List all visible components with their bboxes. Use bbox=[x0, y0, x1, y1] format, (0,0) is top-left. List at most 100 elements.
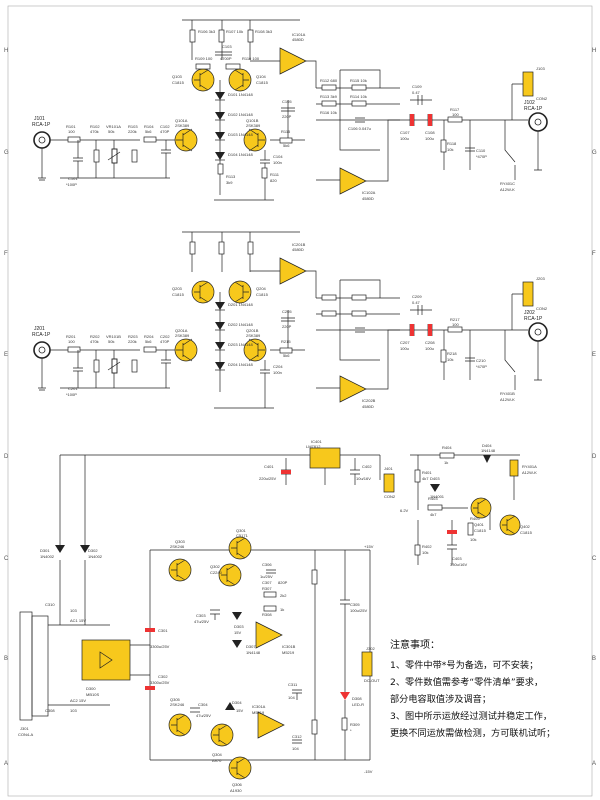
label: C205 bbox=[282, 309, 292, 314]
label: 220u/25V bbox=[259, 476, 276, 481]
label: J102 bbox=[524, 100, 535, 106]
relay-contact-ry401b bbox=[504, 330, 516, 390]
label: C2240 bbox=[210, 570, 223, 575]
label: 4580D bbox=[292, 247, 304, 252]
relay-coil-ry401a bbox=[509, 459, 519, 477]
wire bbox=[410, 454, 520, 565]
note-line: 3、图中所示运放经过测试并稳定工作， bbox=[390, 711, 553, 722]
label: M5219 bbox=[282, 650, 295, 655]
input-jack-j101: J101 RCA-1P bbox=[32, 116, 51, 149]
label: Q301 bbox=[236, 528, 247, 533]
capacitor-c303 bbox=[210, 609, 220, 620]
label: D204 1N4148 bbox=[228, 362, 253, 367]
label: IC202B bbox=[362, 398, 376, 403]
coupling-caps-right bbox=[400, 324, 448, 336]
opamp-ic101a: IC101A 4580D bbox=[279, 32, 307, 75]
transistor-q401: Q401 C1815 bbox=[470, 497, 492, 533]
label: R405 bbox=[470, 516, 480, 521]
opamp-ic202b: IC202B 4580D bbox=[339, 375, 376, 409]
resistor-r206 bbox=[189, 241, 196, 255]
label: R204 bbox=[144, 334, 154, 339]
label: A12W-K bbox=[500, 397, 515, 402]
label: C1815 bbox=[474, 528, 487, 533]
output-jack-j102: J102 RCA-1P bbox=[524, 100, 548, 171]
label: LED-R bbox=[352, 702, 364, 707]
resistor-r113 bbox=[217, 163, 224, 175]
label: 4580D bbox=[362, 196, 374, 201]
label: Q201A bbox=[175, 328, 188, 333]
label: CON4-A bbox=[18, 732, 33, 737]
border-letter: A bbox=[592, 761, 596, 767]
label: 4580D bbox=[292, 37, 304, 42]
label: * bbox=[350, 728, 352, 733]
label: C1815 bbox=[256, 80, 269, 85]
label: C209 bbox=[412, 294, 422, 299]
wire bbox=[107, 140, 121, 178]
label: J401 bbox=[384, 466, 393, 471]
channel-left: J101 RCA-1P R101 100 C101 *100P R102 470… bbox=[32, 19, 548, 201]
label: 220k bbox=[128, 339, 137, 344]
label: 100n bbox=[273, 160, 282, 165]
label: 3300u/25V bbox=[150, 680, 170, 685]
label: 100u/25V bbox=[350, 608, 367, 613]
label: D104 1N4148 bbox=[228, 152, 253, 157]
jfet-q201a: Q201A 2SK389 bbox=[174, 328, 198, 362]
diode-d301 bbox=[55, 545, 65, 553]
wire bbox=[73, 349, 140, 388]
resistor-r202 bbox=[93, 359, 100, 373]
label: R401 bbox=[422, 470, 432, 475]
label: 103 bbox=[70, 708, 77, 713]
label: VR101B bbox=[106, 334, 121, 339]
label: C107 bbox=[400, 130, 410, 135]
label: 100n bbox=[273, 370, 282, 375]
label: 5k6 bbox=[283, 353, 290, 358]
resistor-r308 bbox=[263, 605, 277, 612]
label: RCA-1P bbox=[32, 122, 51, 128]
label: D203 1N4148 bbox=[228, 342, 253, 347]
resistor-r104 bbox=[143, 136, 157, 143]
label: C207 bbox=[400, 340, 410, 345]
label: 10k bbox=[447, 357, 453, 362]
transistor-q302: Q302 C2240 bbox=[210, 563, 242, 587]
label: D403 bbox=[430, 476, 440, 481]
wire bbox=[250, 270, 340, 389]
label: 100 bbox=[452, 322, 459, 327]
label: AC2 15V bbox=[70, 698, 86, 703]
capacitor-c107 bbox=[410, 114, 414, 126]
diode-stack-left: D101 1N4148 D102 1N4148 D103 1N4148 D104… bbox=[215, 92, 253, 161]
label: Q101B bbox=[246, 118, 259, 123]
label: R110 100 bbox=[242, 56, 260, 61]
label: R101 bbox=[66, 124, 76, 129]
capacitor-c302 bbox=[145, 686, 155, 690]
resistor-r201 bbox=[67, 346, 81, 353]
label: 4700P bbox=[220, 56, 232, 61]
notes-heading: 注意事项： bbox=[390, 640, 440, 651]
border-letter: H bbox=[592, 48, 596, 54]
wire bbox=[59, 455, 86, 610]
border-letter: G bbox=[592, 150, 597, 156]
label: 820P bbox=[278, 580, 288, 585]
transistor-q305: Q305 2SK246 bbox=[168, 697, 192, 737]
resistor-r106 bbox=[189, 29, 196, 43]
bridge-rectifier-d300: D300 MB10S bbox=[81, 639, 131, 697]
resistor-r309 bbox=[341, 717, 348, 731]
label: 100u bbox=[400, 346, 409, 351]
notes-panel: 注意事项： 1、零件中带*号为备选，可不安装； 2、零件数值需参考“零件清单”要… bbox=[390, 636, 595, 742]
wire bbox=[250, 60, 340, 181]
transistor-q204: Q204 C1815 bbox=[228, 280, 269, 304]
wire bbox=[156, 139, 176, 178]
label: 100 bbox=[68, 129, 75, 134]
label: 2SK389 bbox=[175, 333, 190, 338]
label: C202 bbox=[160, 334, 170, 339]
label: 100u bbox=[425, 346, 434, 351]
label: IC101A bbox=[292, 32, 306, 37]
label: C301 bbox=[158, 628, 168, 633]
border-letter: A bbox=[4, 761, 8, 767]
label: DC-OUT bbox=[364, 678, 380, 683]
label: 5k6 bbox=[283, 143, 290, 148]
label: 3300u/25V bbox=[150, 644, 170, 649]
connector-j103: J103 CON2 bbox=[511, 66, 548, 120]
label: D302 bbox=[88, 548, 98, 553]
label: 820 bbox=[270, 178, 277, 183]
capacitor-c207 bbox=[410, 324, 414, 336]
